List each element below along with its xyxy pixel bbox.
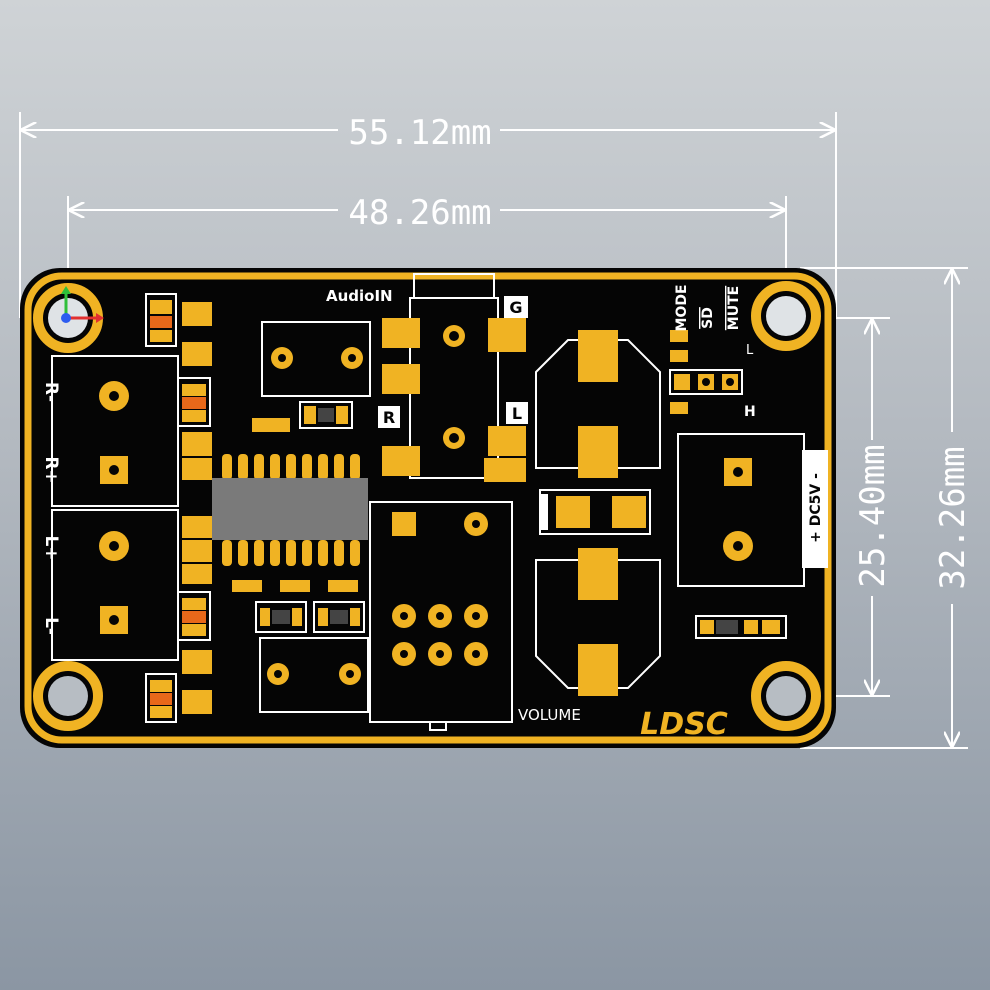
smd-pads-below-ic (232, 580, 365, 633)
label-r-minus: R- (41, 382, 61, 402)
overall-height-label: 32.26mm (933, 446, 973, 589)
label-r-box: R (378, 406, 400, 428)
label-sd: SD (700, 307, 716, 329)
hole-height-label: 25.40mm (853, 444, 893, 587)
mode-switch (669, 330, 743, 414)
xyz-axis-icon (61, 286, 104, 323)
label-mode: MODE (674, 284, 690, 331)
pcb-board (20, 268, 836, 748)
label-volume: VOLUME (518, 706, 581, 724)
component-outline-top (261, 321, 371, 397)
mounting-hole-bottom-right (751, 661, 821, 731)
label-dc5v: + DC5V - (808, 473, 824, 543)
smd-small-parts (252, 401, 353, 432)
dc-power-jack (677, 433, 828, 587)
label-l-minus: L- (41, 617, 61, 635)
hole-width-label: 48.26mm (348, 193, 491, 233)
dimension-hole-width (67, 196, 787, 305)
label-g: G (509, 298, 522, 317)
dimension-overall-width (19, 112, 837, 318)
amplifier-ic (212, 454, 368, 566)
overall-width-label: 55.12mm (348, 113, 491, 153)
label-g-box: G (504, 296, 528, 318)
capacitor-top (535, 330, 661, 478)
label-mute: MUTE (726, 286, 742, 330)
label-l-plus: L+ (41, 535, 61, 560)
label-l-box: L (506, 402, 528, 424)
component-outline-bottom (259, 637, 369, 713)
label-l: L (512, 404, 522, 423)
capacitor-bottom (535, 548, 661, 696)
label-switch-h: H (744, 404, 756, 420)
label-audio-in: AudioIN (326, 287, 393, 305)
brand-logo: LDSC (640, 707, 728, 742)
mounting-hole-bottom-left (33, 661, 103, 731)
speaker-terminal-left (51, 509, 179, 661)
inductor (539, 489, 651, 535)
label-r: R (383, 408, 395, 427)
label-switch-l: L (746, 343, 754, 358)
mounting-hole-top-right (751, 281, 821, 351)
dimension-overall-height (800, 267, 968, 749)
label-r-plus: R+ (41, 456, 61, 483)
smd-pads-left-column (182, 302, 212, 714)
audio-in-jack (382, 273, 526, 482)
orange-capacitors (145, 293, 211, 723)
volume-potentiometer (369, 501, 513, 731)
smd-led (695, 615, 787, 639)
speaker-terminal-right (51, 355, 179, 507)
